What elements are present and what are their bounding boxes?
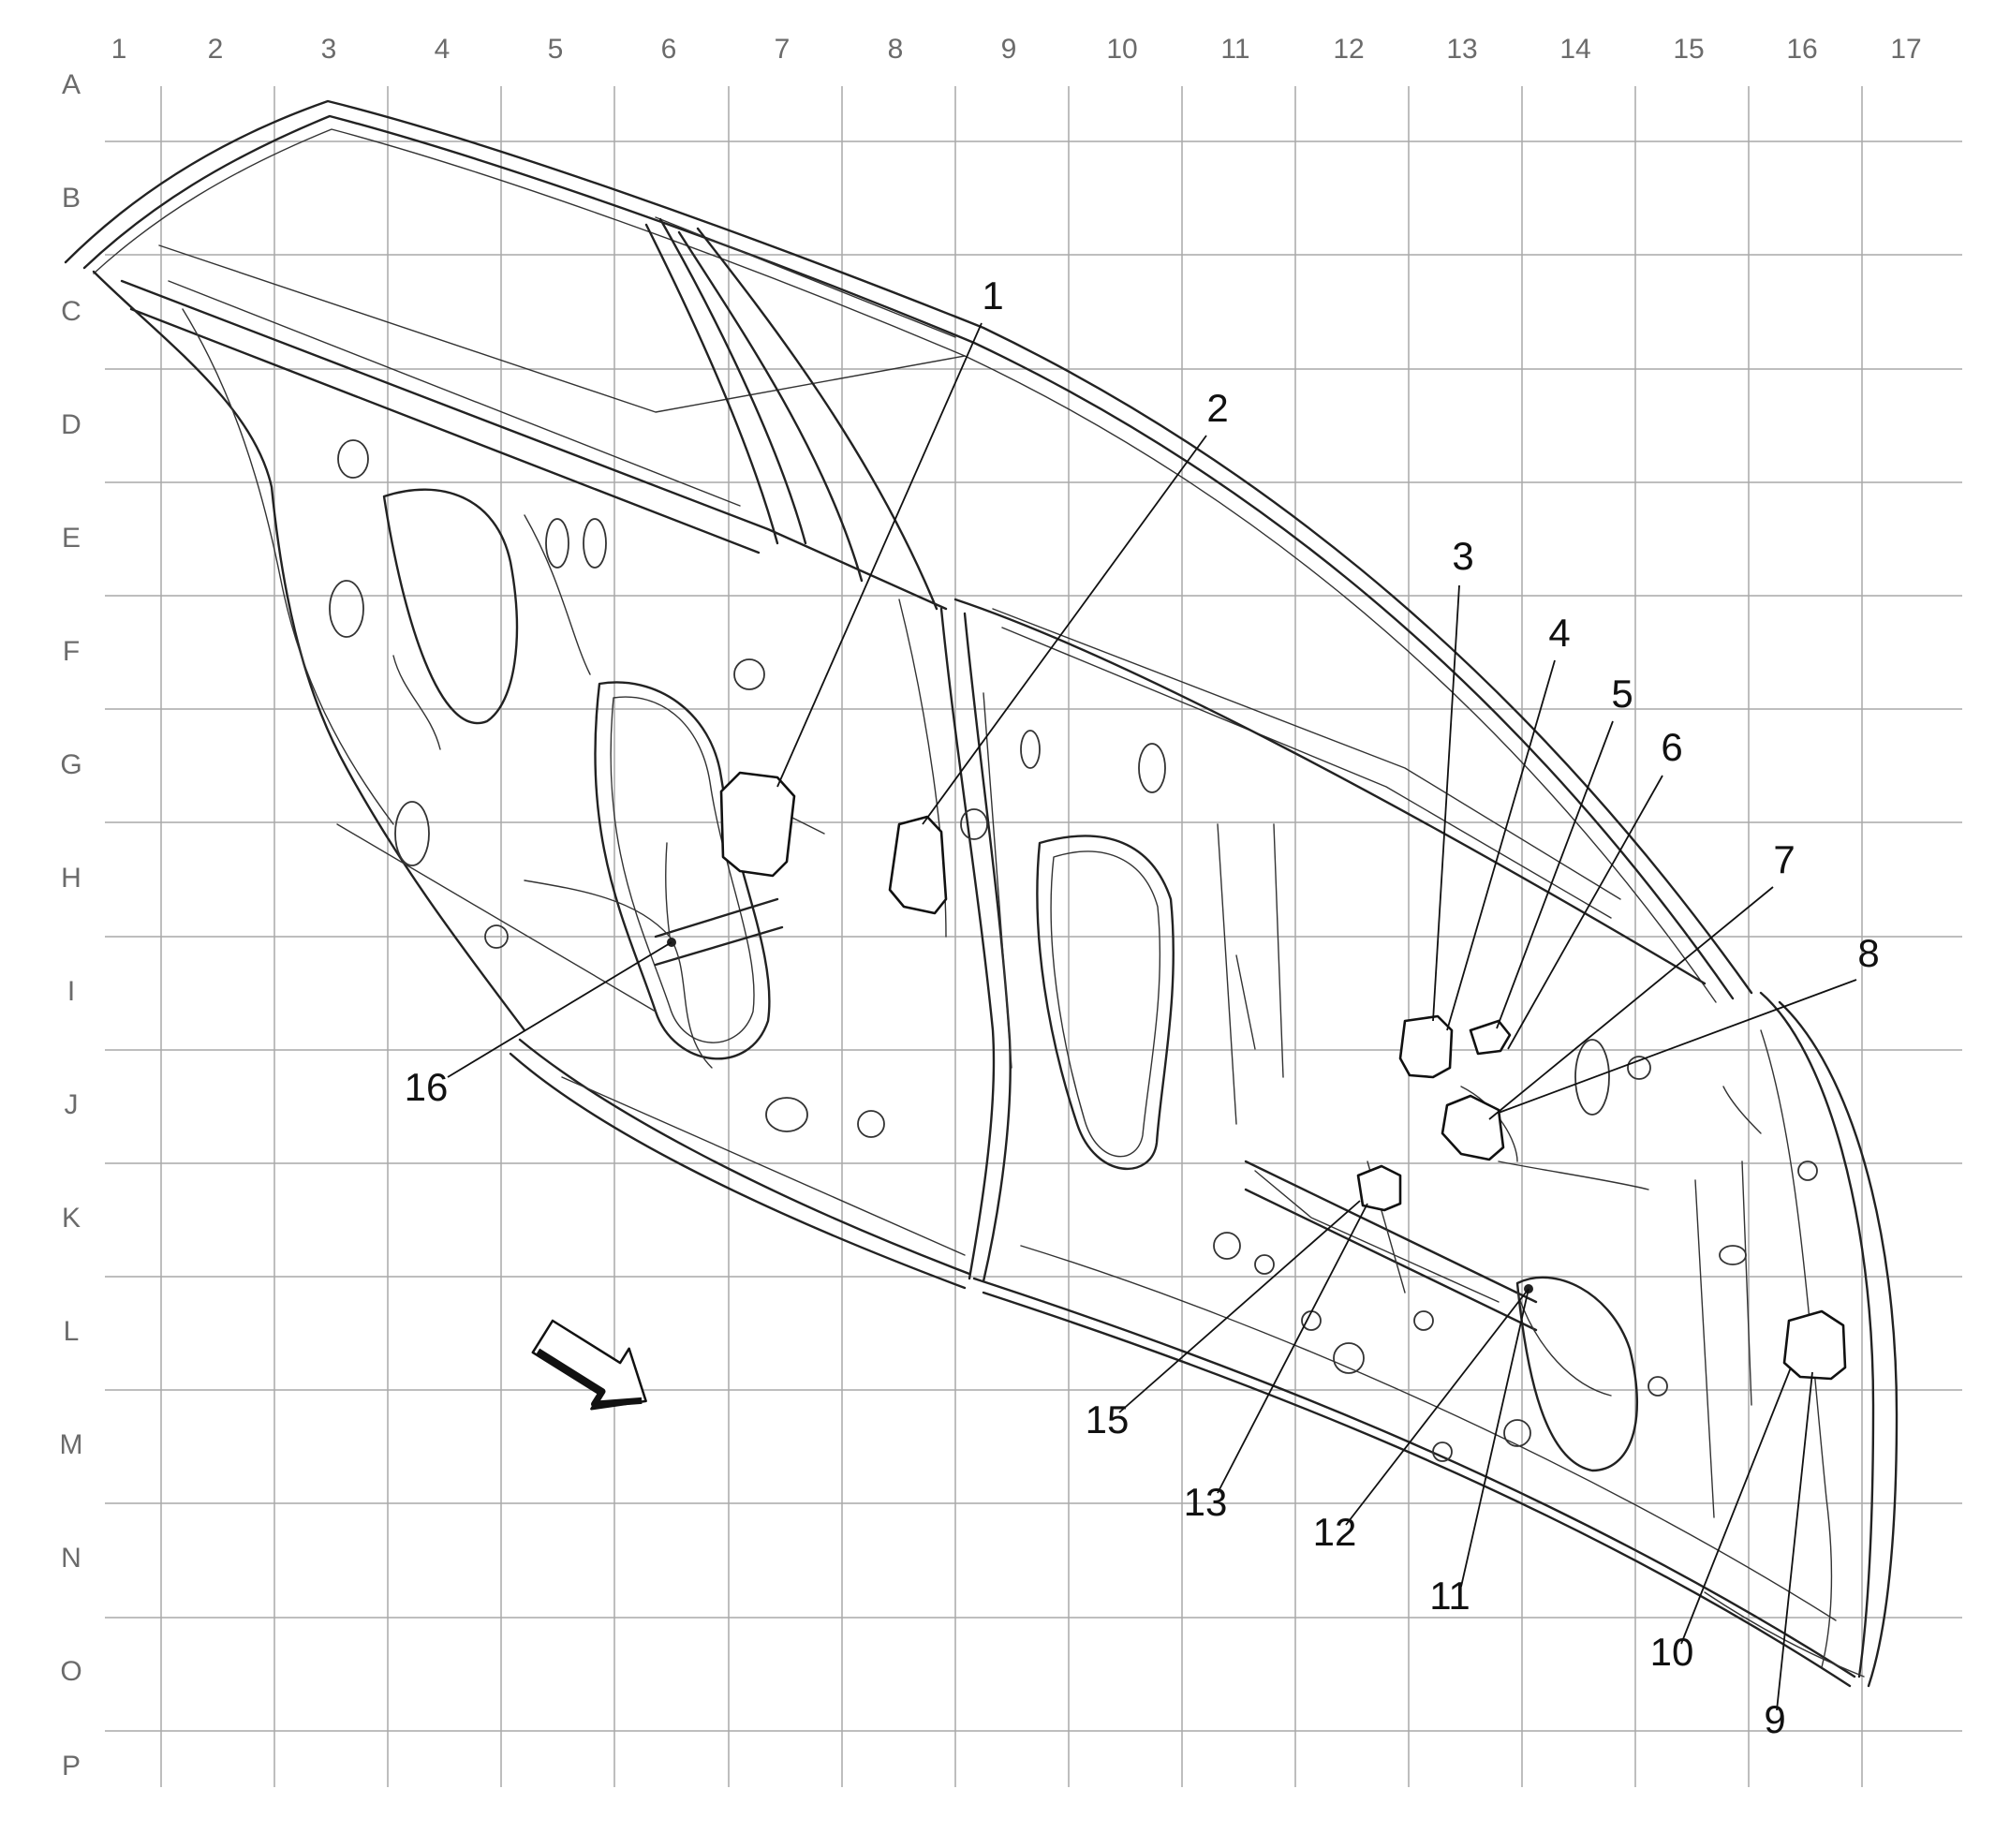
column-label: 15 [1673,34,1704,65]
callout-leaders [447,322,1857,1711]
row-label: F [63,636,80,667]
callout-label: 1 [982,274,1003,318]
column-label: 17 [1890,34,1921,65]
column-label: 1 [111,34,127,65]
component-8-connector [1441,1094,1505,1161]
column-label: 3 [321,34,337,65]
callout-label: 12 [1313,1510,1357,1554]
row-label: P [62,1751,81,1781]
row-label: A [62,69,81,100]
callout-label: 10 [1650,1630,1694,1674]
component-13-connector [1356,1164,1402,1212]
view-direction-arrow-icon [531,1319,647,1411]
row-label: N [61,1543,81,1574]
row-label: O [60,1656,81,1687]
callout-label: 5 [1611,672,1633,716]
column-label: 10 [1106,34,1137,65]
component-2-grommet [888,815,948,915]
leader-line [1776,1371,1813,1711]
reference-grid [105,86,1962,1787]
leader-line [1498,979,1857,1114]
front-door-outline [64,99,1899,1688]
leader-line [1345,1288,1530,1526]
callout-label: 4 [1548,611,1570,655]
column-label: 4 [435,34,451,65]
leader-line [1507,775,1663,1050]
callout-label: 6 [1661,725,1682,769]
column-label: 7 [775,34,791,65]
row-label: G [60,749,81,780]
callout-label: 13 [1184,1480,1228,1524]
callout-label: 3 [1452,534,1473,578]
column-label: 16 [1786,34,1817,65]
leader-line [1460,1288,1530,1588]
column-label: 9 [1001,34,1017,65]
column-label: 12 [1333,34,1364,65]
column-label: 13 [1446,34,1477,65]
leader-line [1217,1203,1368,1494]
column-label: 5 [548,34,564,65]
callout-label: 16 [405,1065,449,1109]
column-label: 14 [1559,34,1590,65]
harness-components [667,771,1847,1381]
callout-label: 11 [1429,1574,1470,1618]
row-label: H [61,863,81,894]
callout-label: 7 [1773,837,1795,881]
leader-line [1118,1200,1361,1413]
component-1-module [719,771,796,878]
leader-line [1446,659,1556,1031]
row-label: L [64,1316,80,1347]
callout-label: 9 [1764,1697,1785,1741]
row-label: M [60,1429,83,1460]
leader-line [1488,886,1774,1120]
row-labels: A B C D E F G H I J K L M N O P [60,69,83,1781]
leader-line [1496,720,1614,1029]
leader-line [1680,1367,1792,1645]
callout-label: 15 [1086,1397,1130,1441]
component-3-connector [1398,1014,1454,1079]
column-label: 8 [888,34,904,65]
row-label: J [65,1089,79,1120]
column-label: 2 [208,34,224,65]
callout-label: 8 [1857,931,1879,975]
row-label: E [62,523,81,554]
leader-line [776,322,983,788]
component-9-connector [1782,1309,1847,1381]
row-label: K [62,1203,81,1234]
row-label: D [61,409,81,440]
row-label: C [61,296,81,327]
column-label: 6 [661,34,677,65]
column-label: 11 [1220,34,1249,65]
callout-label: 2 [1206,386,1228,430]
leader-line [1432,584,1460,1022]
row-label: B [62,183,81,214]
row-label: I [67,976,75,1007]
component-5-connector [1469,1019,1512,1056]
leader-line [922,435,1207,825]
leader-line [447,941,672,1078]
